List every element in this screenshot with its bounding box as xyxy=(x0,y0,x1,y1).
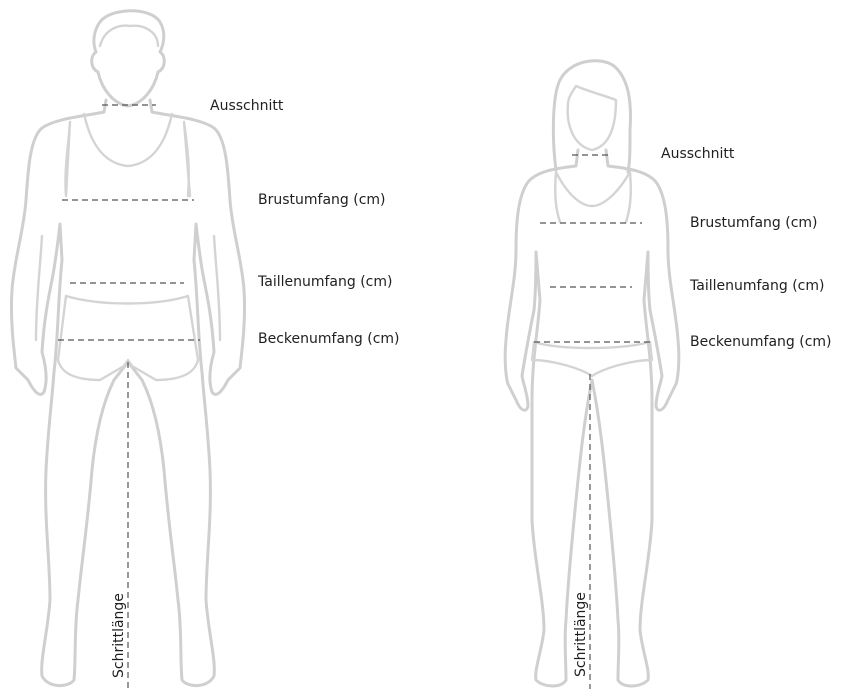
male-tanktop xyxy=(65,114,190,196)
male-hair-line xyxy=(100,26,158,46)
female-face-outline xyxy=(568,86,616,150)
male-neck-label: Ausschnitt xyxy=(210,98,284,114)
male-chest-label: Brustumfang (cm) xyxy=(258,192,386,208)
female-briefs xyxy=(532,342,652,376)
male-hip-label: Beckenumfang (cm) xyxy=(258,331,400,347)
male-inseam-label: Schrittlänge xyxy=(111,593,127,678)
female-neck-label: Ausschnitt xyxy=(661,146,735,162)
female-hair-outline xyxy=(553,61,630,172)
female-waist-label: Taillenumfang (cm) xyxy=(689,278,824,294)
female-chest-label: Brustumfang (cm) xyxy=(690,215,818,231)
female-body-outline xyxy=(505,150,679,686)
female-inseam-label: Schrittlänge xyxy=(573,592,589,677)
female-top xyxy=(555,172,631,222)
female-hip-label: Beckenumfang (cm) xyxy=(690,334,832,350)
male-waist-label: Taillenumfang (cm) xyxy=(257,274,392,290)
